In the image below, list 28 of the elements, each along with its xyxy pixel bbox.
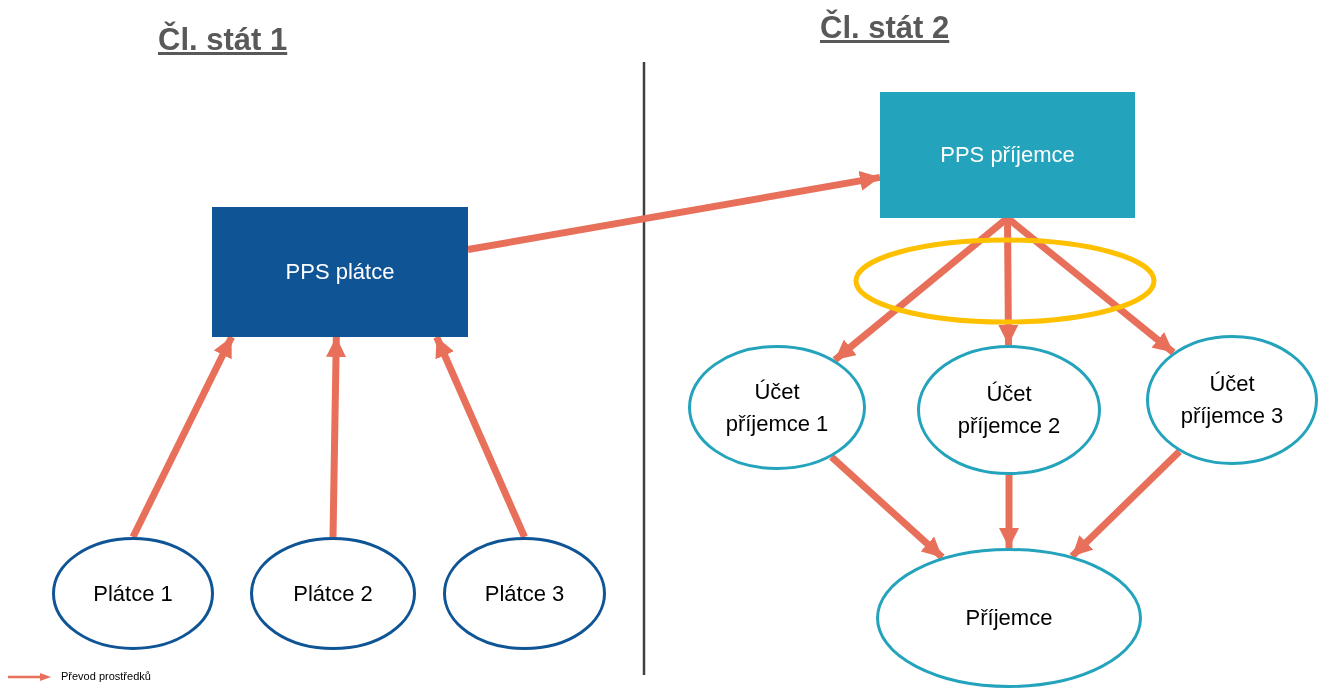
ellipse-node xyxy=(1146,335,1318,465)
section-heading: Čl. stát 1 xyxy=(158,22,288,58)
arrow xyxy=(433,335,528,539)
legend-label: Převod prostředků xyxy=(61,670,151,682)
node-label: Plátce 2 xyxy=(293,579,373,608)
ellipse-node xyxy=(917,345,1101,475)
node-label: PPS příjemce xyxy=(940,141,1075,169)
process-box xyxy=(212,207,468,337)
node-label: Účet příjemce 2 xyxy=(956,380,1062,440)
arrow xyxy=(467,170,881,253)
arrow xyxy=(129,335,235,539)
ellipse-node xyxy=(688,345,866,470)
arrow xyxy=(1069,448,1182,559)
ellipse-node xyxy=(52,537,214,650)
ellipse-node xyxy=(443,537,606,650)
section-heading: Čl. stát 2 xyxy=(820,10,950,46)
node-label: Účet příjemce 3 xyxy=(1179,370,1285,430)
arrow xyxy=(999,475,1019,548)
ellipse-node xyxy=(876,548,1142,688)
node-label: Plátce 3 xyxy=(484,579,565,608)
node-label: Příjemce xyxy=(965,604,1053,632)
ellipse-node xyxy=(250,537,416,650)
process-box xyxy=(880,92,1135,218)
arrow xyxy=(829,454,945,561)
node-label: PPS plátce xyxy=(285,258,395,286)
node-label: Účet příjemce 1 xyxy=(724,377,830,438)
node-label: Plátce 1 xyxy=(93,579,173,608)
arrow xyxy=(326,336,346,538)
